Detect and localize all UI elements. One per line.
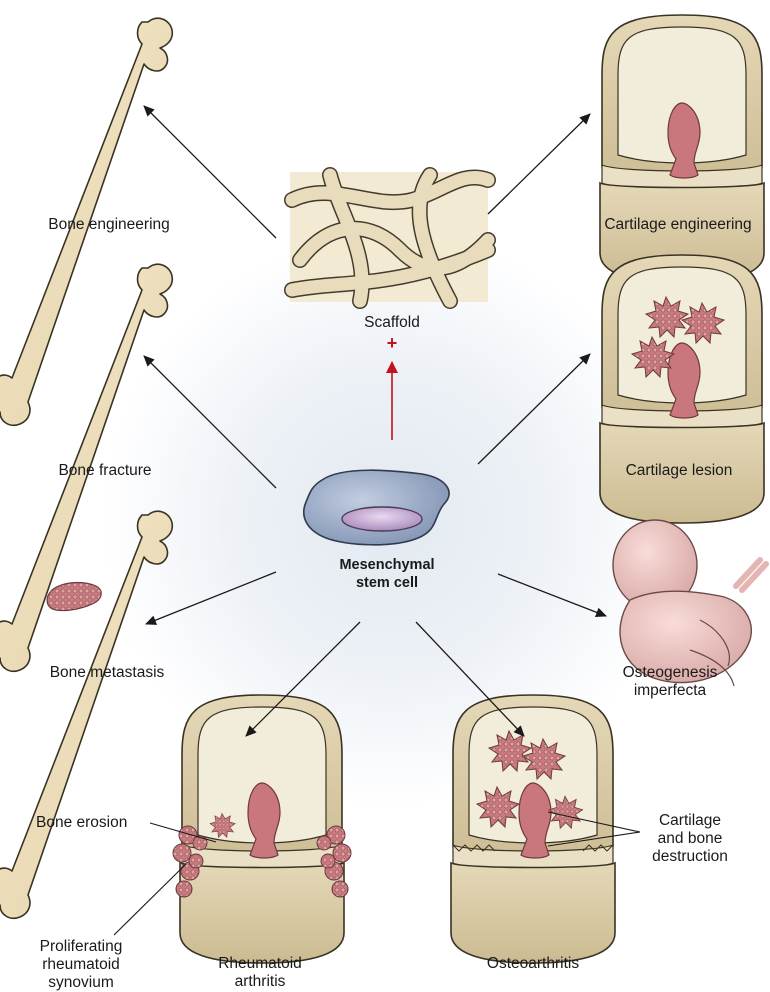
arrow-to-cartilage-engineering [488, 114, 590, 214]
mesenchymal-stem-cell-image [304, 470, 449, 545]
cbd-line-1: Cartilage [640, 812, 740, 830]
arrow-to-cartilage-lesion [478, 354, 590, 464]
rheumatoid-arthritis-image [173, 695, 351, 963]
cartilage-lesion-image [600, 255, 764, 523]
osteoarthritis-image [451, 695, 615, 963]
prs-line-1: Proliferating [26, 938, 136, 956]
arrow-to-osteogenesis [498, 574, 606, 616]
osteogenesis-imperfecta-image [613, 520, 766, 686]
msc-line-2: stem cell [322, 574, 452, 592]
label-mesenchymal-stem-cell: Mesenchymal stem cell [322, 556, 452, 592]
cbd-line-2: and bone [640, 830, 740, 848]
prs-line-3: synovium [26, 974, 136, 992]
ra-line-1: Rheumatoid [200, 955, 320, 973]
label-cartilage-engineering: Cartilage engineering [592, 216, 764, 234]
plus-sign: + [372, 334, 412, 352]
label-rheumatoid-arthritis: Rheumatoid arthritis [200, 955, 320, 991]
label-bone-engineering: Bone engineering [34, 216, 184, 234]
cartilage-engineering-image [600, 15, 764, 283]
msc-line-1: Mesenchymal [322, 556, 452, 574]
cbd-line-3: destruction [640, 848, 740, 866]
label-proliferating-rheumatoid-synovium: Proliferating rheumatoid synovium [26, 938, 136, 992]
label-cartilage-and-bone-destruction: Cartilage and bone destruction [640, 812, 740, 866]
label-cartilage-lesion: Cartilage lesion [604, 462, 754, 480]
label-scaffold: Scaffold [344, 314, 440, 332]
label-bone-erosion: Bone erosion [36, 814, 127, 832]
oi-line-2: imperfecta [610, 682, 730, 700]
label-bone-metastasis: Bone metastasis [32, 664, 182, 682]
arrow-to-bone-metastasis [146, 572, 276, 624]
label-osteogenesis-imperfecta: Osteogenesis imperfecta [610, 664, 730, 700]
label-bone-fracture: Bone fracture [40, 462, 170, 480]
bone-metastasis-image [0, 511, 172, 918]
label-osteoarthritis: Osteoarthritis [470, 955, 596, 973]
oi-line-1: Osteogenesis [610, 664, 730, 682]
prs-line-2: rheumatoid [26, 956, 136, 974]
ra-line-2: arthritis [200, 973, 320, 991]
scaffold-image [290, 172, 488, 302]
